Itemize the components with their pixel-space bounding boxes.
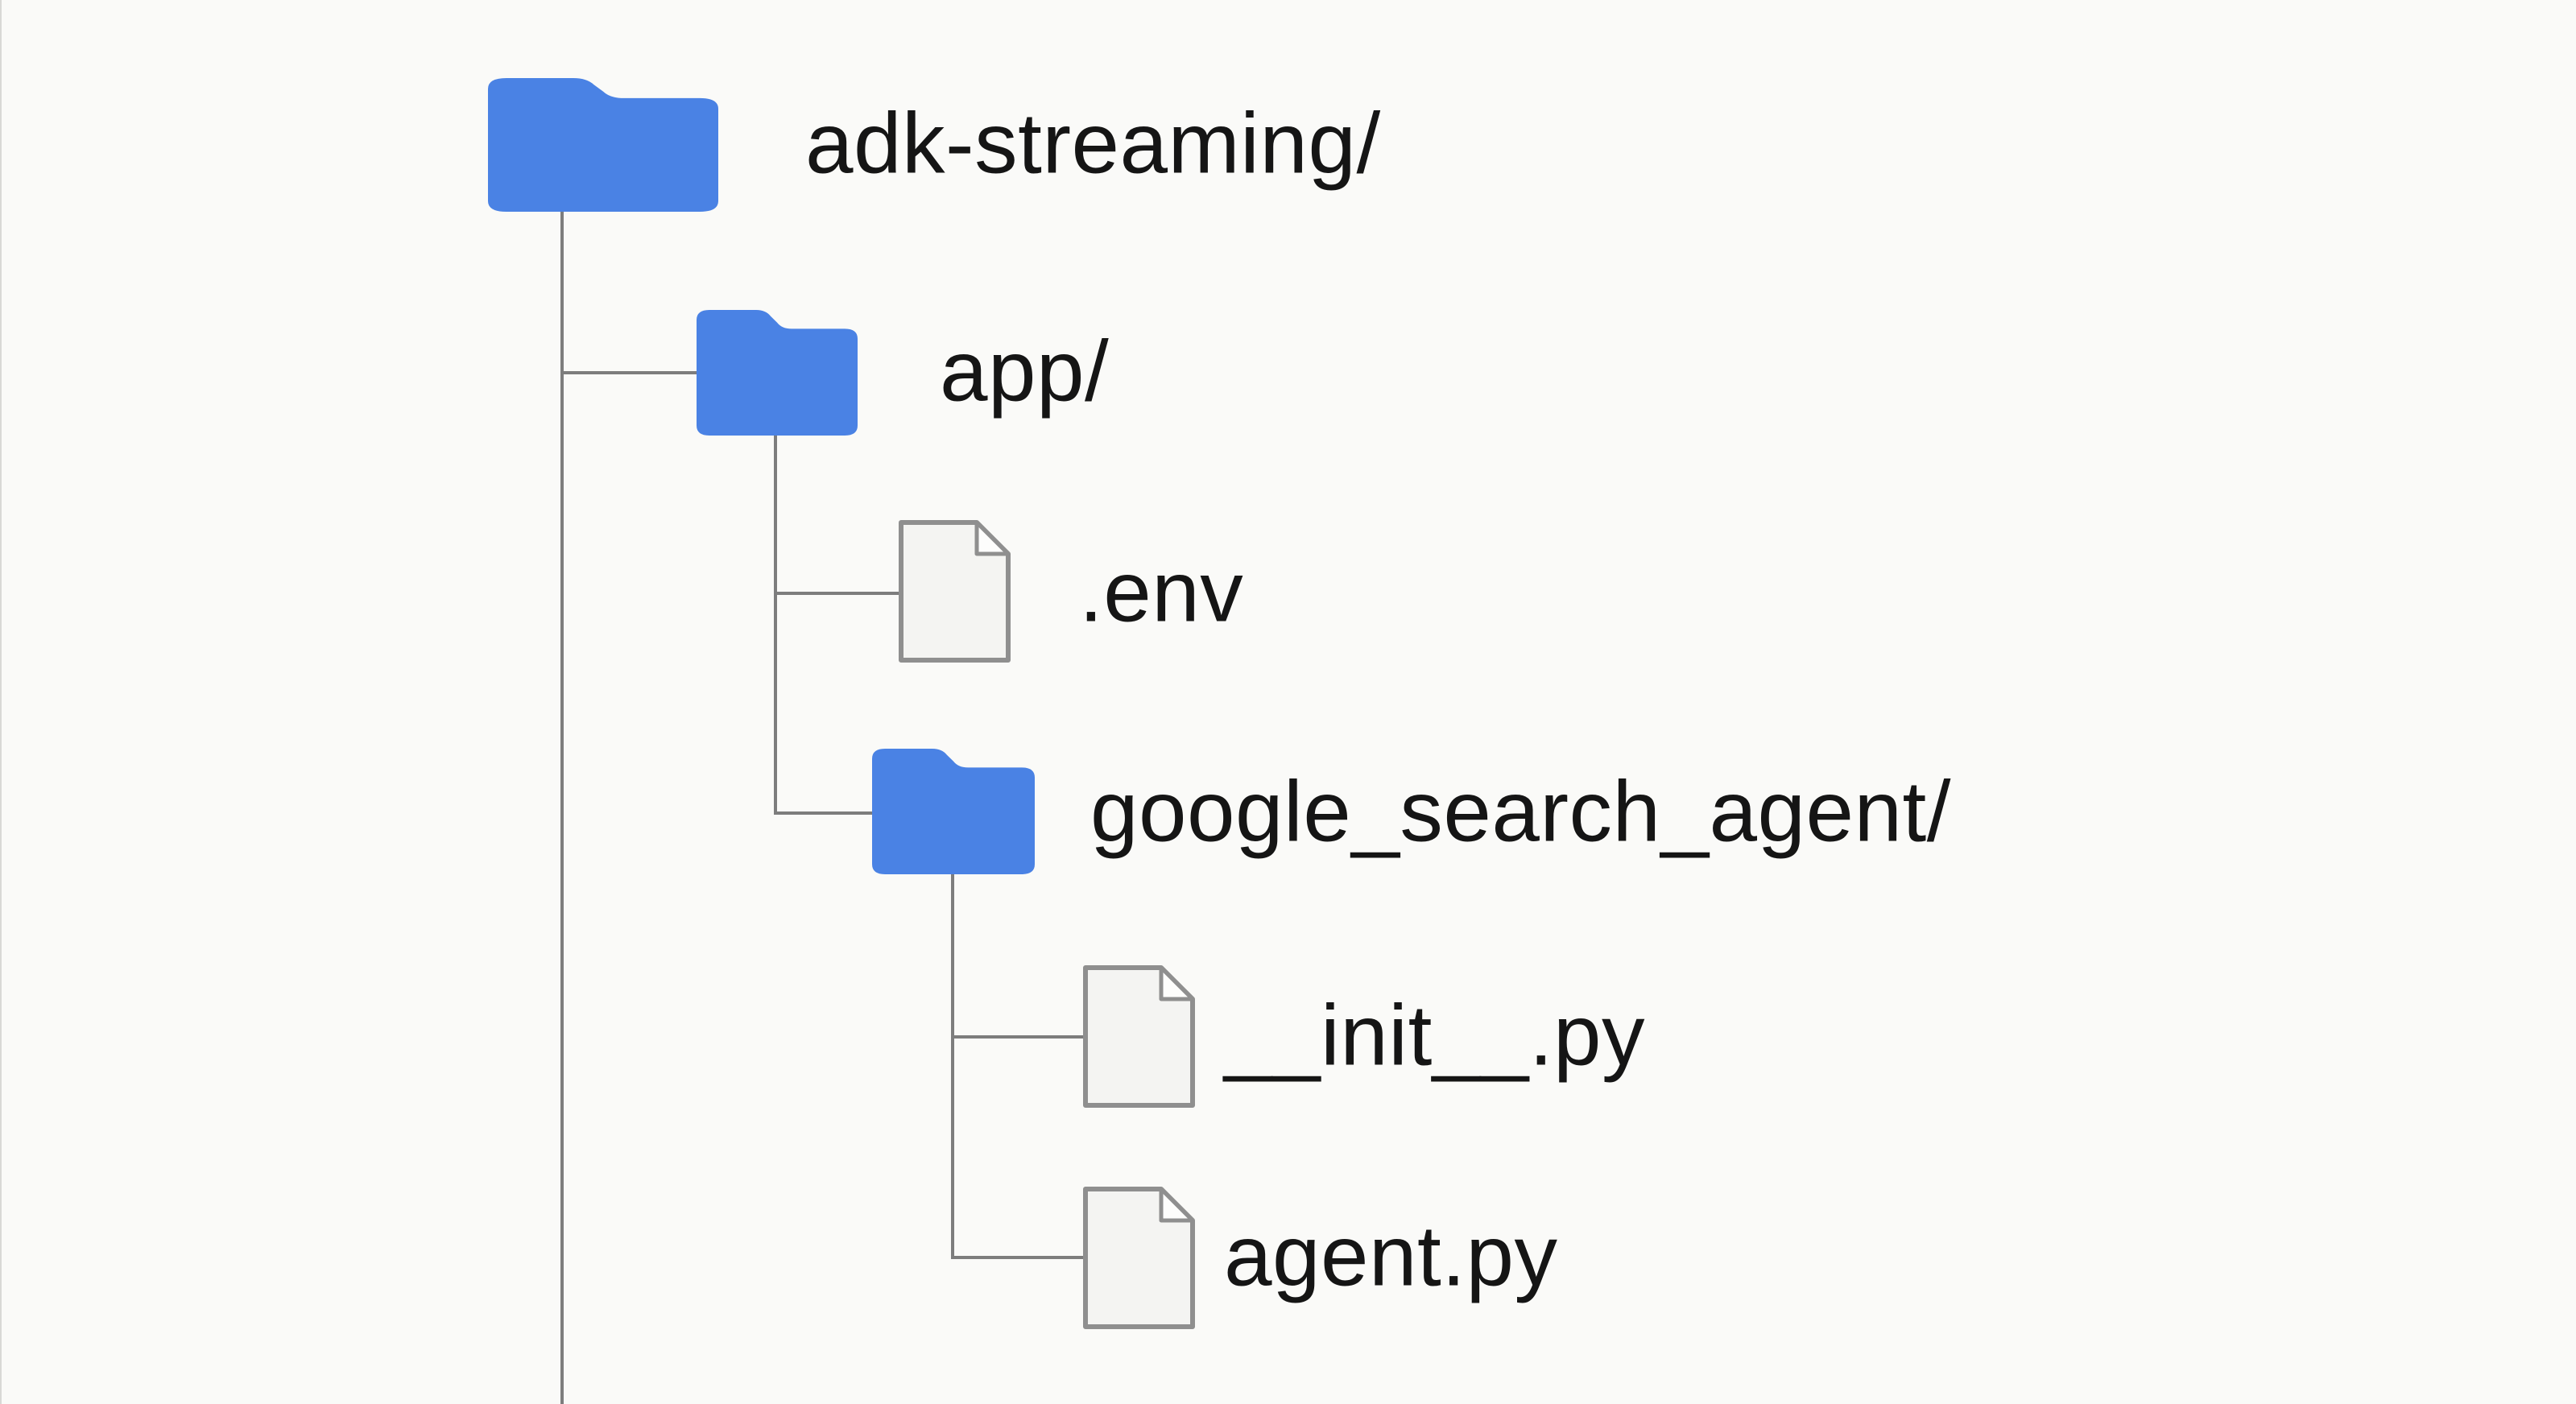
tree-line-branch-app	[560, 371, 697, 374]
tree-line-vertical-adk-streaming	[560, 208, 564, 1404]
tree-line-vertical-google-search-agent	[951, 873, 954, 1259]
node-label-init-py: __init__.py	[1224, 986, 1646, 1084]
tree-line-branch-env	[774, 592, 899, 595]
node-label-app: app/	[940, 322, 1110, 419]
tree-line-vertical-app	[774, 433, 777, 815]
node-label-env: .env	[1079, 543, 1244, 640]
folder-icon	[697, 310, 858, 436]
node-label-adk-streaming: adk-streaming/	[805, 94, 1381, 192]
node-label-google-search-agent: google_search_agent/	[1090, 762, 1951, 860]
image-left-edge-line	[0, 0, 2, 1404]
tree-line-branch-google-search-agent	[774, 811, 872, 815]
file-icon	[899, 520, 1011, 663]
file-icon	[1083, 965, 1195, 1108]
tree-line-branch-init-py	[951, 1035, 1083, 1039]
file-icon	[1083, 1187, 1195, 1329]
folder-icon	[872, 749, 1035, 874]
tree-line-branch-agent-py	[951, 1256, 1083, 1259]
folder-icon	[488, 78, 718, 212]
node-label-agent-py: agent.py	[1224, 1207, 1558, 1304]
